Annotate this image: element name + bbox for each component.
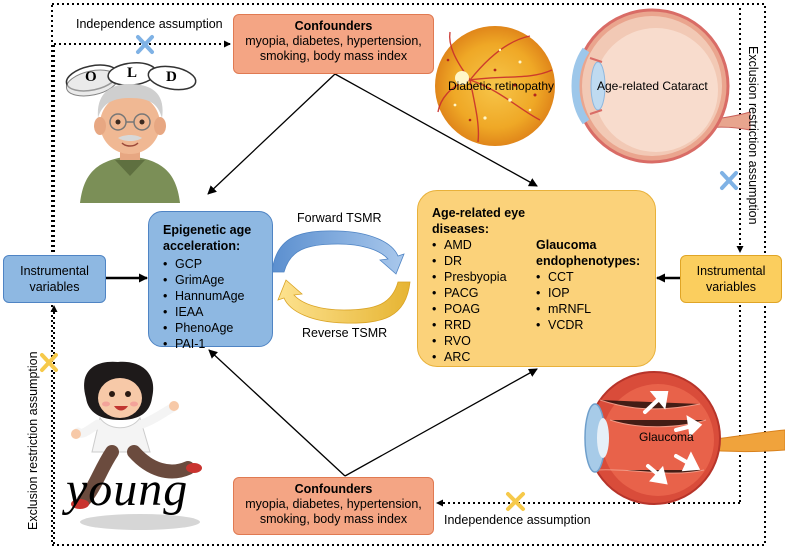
iv-right-box: Instrumental variables xyxy=(680,255,782,303)
old-letter-tiles xyxy=(65,62,197,97)
conf-top-to-epi-arrow xyxy=(207,73,336,195)
independence-top-label: Independence assumption xyxy=(76,17,223,31)
epigenetic-title-line2: acceleration: xyxy=(163,239,241,253)
cross-icon-left xyxy=(40,353,58,372)
diabetic-retinopathy-label: Diabetic retinopathy xyxy=(448,79,555,93)
outer-frame xyxy=(51,3,766,546)
old-man-image xyxy=(65,62,197,203)
list-item: VCDR xyxy=(536,317,640,333)
confounders-bottom-line1: myopia, diabetes, hypertension, xyxy=(245,497,422,511)
diseases-title: Age-related eye diseases: xyxy=(432,205,525,237)
old-letter-l: L xyxy=(127,65,138,81)
old-letter-d: D xyxy=(166,69,177,85)
list-item: RVO xyxy=(432,333,525,349)
confounders-bottom-box: Confounders myopia, diabetes, hypertensi… xyxy=(233,477,434,535)
independence-bottom-label: Independence assumption xyxy=(444,513,591,527)
iv-right-line1: Instrumental xyxy=(696,264,766,278)
list-item: ARC xyxy=(432,349,525,365)
exclusion-left-label: Exclusion restriction assumption xyxy=(26,351,40,530)
iv-right-line2: variables xyxy=(705,280,757,294)
list-item: IEAA xyxy=(163,304,272,320)
epigenetic-box: Epigenetic age acceleration: GCP GrimAge … xyxy=(148,211,273,351)
glaucoma-title-line1: Glaucoma xyxy=(536,238,597,252)
confounders-top-title: Confounders xyxy=(294,19,373,33)
list-item: IOP xyxy=(536,285,640,301)
forward-tsmr-label: Forward TSMR xyxy=(297,211,382,225)
diabetic-retinopathy-image xyxy=(435,26,555,146)
list-item: DR xyxy=(432,253,525,269)
confounders-bottom-title: Confounders xyxy=(294,482,373,496)
confounders-top-line2: smoking, body mass index xyxy=(259,49,408,63)
epigenetic-title: Epigenetic age acceleration: xyxy=(163,222,272,254)
forward-arrow-shape xyxy=(271,230,405,275)
glaucoma-title: Glaucoma endophenotypes: xyxy=(536,237,640,269)
confounders-bottom-line2: smoking, body mass index xyxy=(259,512,408,526)
confounders-top-line1: myopia, diabetes, hypertension, xyxy=(245,34,422,48)
list-item: mRNFL xyxy=(536,301,640,317)
list-item: HannumAge xyxy=(163,288,272,304)
epigenetic-title-line1: Epigenetic age xyxy=(163,223,252,237)
old-letter-o: O xyxy=(85,69,97,85)
list-item: CCT xyxy=(536,269,640,285)
diseases-box: Age-related eye diseases: AMD DR Presbyop… xyxy=(417,190,656,367)
cross-icon-right xyxy=(720,171,738,190)
cataract-label: Age-related Cataract xyxy=(597,79,708,93)
iv-left-line2: variables xyxy=(29,280,80,294)
cataract-eye-image xyxy=(571,8,751,164)
cross-icon-bottom xyxy=(506,492,525,511)
iv-left-line1: Instrumental xyxy=(20,264,89,278)
glaucoma-label: Glaucoma xyxy=(639,430,694,444)
list-item: Presbyopia xyxy=(432,269,525,285)
conf-top-to-dis-arrow xyxy=(334,73,538,187)
list-item: PAI-1 xyxy=(163,336,272,352)
glaucoma-title-line2: endophenotypes: xyxy=(536,254,641,268)
iv-left-box: Instrumental variables xyxy=(3,255,106,303)
diseases-title-line1: Age-related eye xyxy=(432,206,526,220)
list-item: PACG xyxy=(432,285,525,301)
reverse-arrow-shape xyxy=(277,279,411,324)
epigenetic-list: GCP GrimAge HannumAge IEAA PhenoAge PAI-… xyxy=(163,256,272,352)
young-girl-image xyxy=(71,361,202,530)
reverse-tsmr-label: Reverse TSMR xyxy=(302,326,388,340)
glaucoma-list: CCT IOP mRNFL VCDR xyxy=(536,269,640,333)
glaucoma-column: Glaucoma endophenotypes: CCT IOP mRNFL VC… xyxy=(536,237,640,333)
list-item: PhenoAge xyxy=(163,320,272,336)
list-item: GrimAge xyxy=(163,272,272,288)
cross-icon-top xyxy=(136,35,154,54)
diseases-column: Age-related eye diseases: AMD DR Presbyop… xyxy=(432,205,525,365)
diseases-list: AMD DR Presbyopia PACG POAG RRD RVO ARC xyxy=(432,237,525,365)
conf-bottom-to-epi-arrow xyxy=(208,349,346,477)
list-item: RRD xyxy=(432,317,525,333)
diseases-title-line2: diseases: xyxy=(432,222,489,236)
list-item: GCP xyxy=(163,256,272,272)
list-item: AMD xyxy=(432,237,525,253)
conf-bottom-to-dis-arrow xyxy=(344,368,538,477)
young-word: young xyxy=(66,463,189,516)
list-item: POAG xyxy=(432,301,525,317)
glaucoma-eye-image xyxy=(584,371,785,505)
exclusion-right-label: Exclusion restriction assumption xyxy=(746,46,760,225)
confounders-top-box: Confounders myopia, diabetes, hypertensi… xyxy=(233,14,434,74)
